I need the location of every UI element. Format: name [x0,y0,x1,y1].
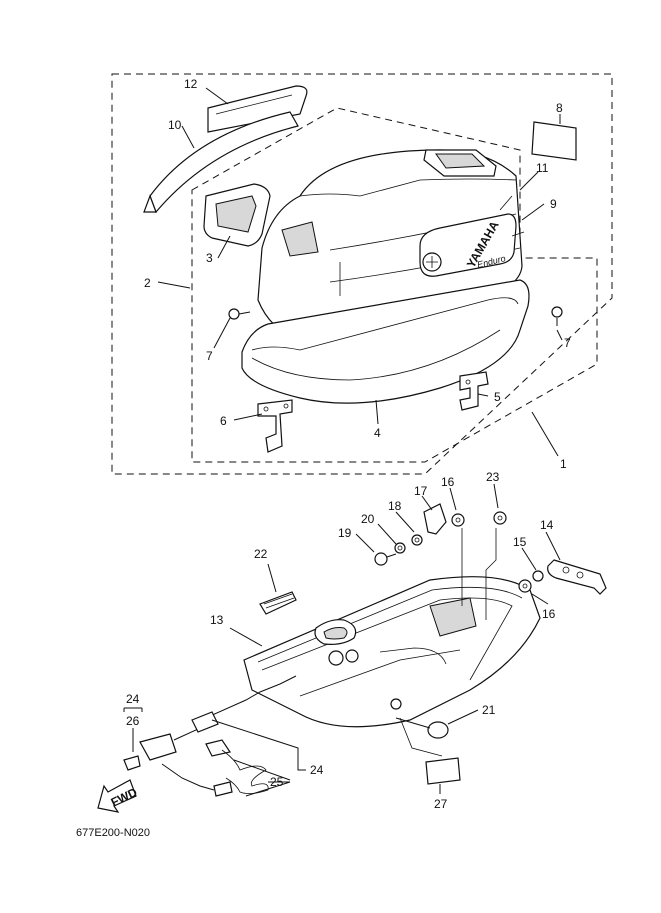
part-6-bracket [257,399,293,453]
part-14-lever [547,559,607,595]
part-23-nut [493,511,507,525]
callout-8: 8 [556,101,563,115]
callout-16-top: 16 [441,475,455,489]
callout-24-bottom: 24 [310,763,324,777]
part-17-clamp [423,503,447,535]
callout-16-side: 16 [542,607,556,621]
callout-22: 22 [254,547,268,561]
callout-10: 10 [168,118,182,132]
part-10-stripe [143,111,299,214]
part-25-lanyard [161,739,269,797]
part-7-screw-left [228,308,251,320]
part-18-washer [411,534,423,546]
part-26-cap [123,755,141,771]
callout-19: 19 [338,526,352,540]
callout-18: 18 [388,499,402,513]
part-4-seal [241,279,530,404]
callout-1: 1 [560,457,567,471]
callout-17: 17 [414,484,428,498]
callout-24-top: 24 [126,692,140,706]
callout-5: 5 [494,390,501,404]
part-13-bottom-cowling [243,576,541,728]
assembly-boundary-cowling-inner [191,107,598,463]
callout-7-left: 7 [206,349,213,363]
part-5-bracket [459,371,489,411]
fwd-direction-arrow: FWD [97,779,140,813]
callout-13: 13 [210,613,224,627]
callout-6: 6 [220,414,227,428]
callout-7-right: 7 [564,336,571,350]
callout-23: 23 [486,470,500,484]
callout-3: 3 [206,251,213,265]
part-22-grommet [259,591,297,615]
part-21-plug [395,717,449,739]
assembly-boundary-top-cowling [111,73,613,475]
callout-2: 2 [144,276,151,290]
callout-4: 4 [374,426,381,440]
part-16-nut-side [518,579,532,593]
part-16-nut-top [451,513,465,527]
leader-lines [123,87,563,797]
fastener-guide-lines [461,528,497,620]
part-7-screw-right [551,306,563,326]
part-15-washer [532,570,544,582]
callout-26: 26 [126,714,140,728]
callout-labels: 12 10 8 11 9 3 2 7 7 5 6 4 1 16 23 17 18… [126,77,571,811]
part-3-vent-grille [203,183,271,247]
callout-21: 21 [482,703,496,717]
part-24-stop-switch [139,675,297,761]
part-20-washer [394,542,406,554]
callout-14: 14 [540,518,554,532]
diagram-code: 677E200-N020 [76,827,150,839]
callout-20: 20 [361,512,375,526]
callout-12: 12 [184,77,198,91]
callout-27: 27 [434,797,448,811]
part-27-label [425,757,461,785]
part-12-decal [207,85,308,133]
part-11-decal [499,195,513,211]
callout-15: 15 [513,535,527,549]
part-8-decal [531,121,577,161]
part-19-bolt [374,552,397,566]
callout-9: 9 [550,197,557,211]
callout-11: 11 [536,161,549,175]
callout-25: 25 [270,775,284,789]
part-9-decal [511,231,525,237]
